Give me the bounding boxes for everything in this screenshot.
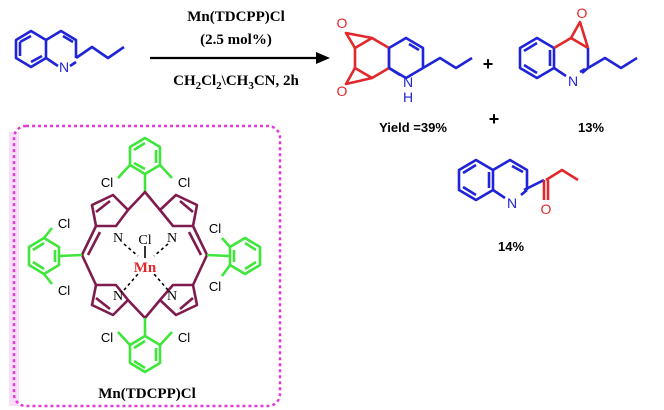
pyrrole-n-bottom-left: N	[113, 289, 123, 304]
atom-label-o-bottom: O	[337, 83, 348, 99]
yield-product3: 14%	[498, 239, 524, 254]
product-diepoxide	[344, 31, 473, 86]
cl-top-left: Cl	[101, 175, 113, 190]
reaction-arrow-head	[316, 52, 330, 64]
cl-left-bottom: Cl	[58, 283, 70, 298]
axial-cl: Cl	[138, 233, 151, 248]
plus-sign-2: +	[489, 109, 500, 129]
atom-label-o-product2: O	[577, 5, 588, 21]
atom-label-n: N	[59, 59, 69, 75]
atom-label-o-carbonyl: O	[541, 201, 552, 217]
pyrrole-n-top-right: N	[167, 231, 177, 246]
cl-left-top: Cl	[58, 216, 70, 231]
atom-label-nh-h: H	[403, 89, 413, 105]
catalyst-box-shade	[9, 132, 19, 406]
catalyst-name: Mn(TDCPP)Cl	[98, 386, 196, 402]
atom-label-n-product3: N	[507, 195, 517, 211]
cl-bottom-left: Cl	[101, 330, 113, 345]
plus-sign-1: +	[483, 54, 494, 74]
product-monoepoxide	[518, 20, 638, 80]
yield-product2: 13%	[578, 120, 604, 135]
reagent-label: Mn(TDCPP)Cl	[187, 9, 285, 25]
atom-label-o-top: O	[337, 15, 348, 31]
pyrrole-n-bottom-right: N	[167, 289, 177, 304]
cl-bottom-right: Cl	[178, 330, 190, 345]
pyrrole-n-top-left: N	[113, 231, 123, 246]
cl-top-right: Cl	[178, 175, 190, 190]
starting-material-2-propylquinoline	[14, 29, 125, 69]
dichlorophenyl-right	[206, 236, 262, 277]
cl-right-bottom: Cl	[209, 279, 221, 294]
dichlorophenyl-bottom	[117, 318, 173, 374]
cl-right-top: Cl	[209, 221, 221, 236]
conditions-label: CH2Cl2\CH3CN, 2h	[173, 73, 299, 92]
yield-main: Yield =39%	[379, 120, 447, 135]
product-ketone	[457, 158, 579, 202]
atom-label-nh-n: N	[403, 74, 413, 90]
catalyst-box	[12, 124, 282, 408]
atom-label-n-product2: N	[568, 73, 578, 89]
dichlorophenyl-left	[27, 227, 83, 285]
dichlorophenyl-top	[117, 136, 173, 192]
loading-label: (2.5 mol%)	[200, 32, 272, 48]
mn-center: Mn	[134, 260, 157, 276]
